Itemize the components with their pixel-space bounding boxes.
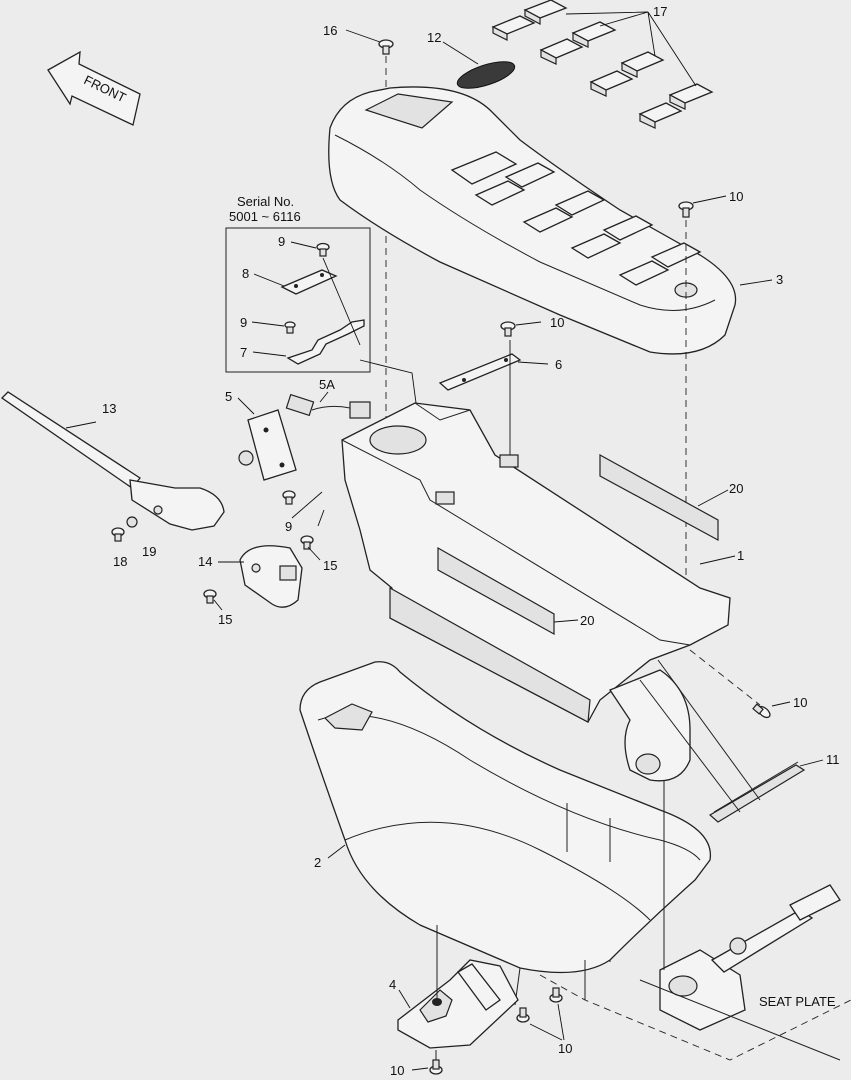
- strip-20b: [437, 546, 555, 636]
- callout-13: 13: [102, 401, 116, 416]
- screw-10d: [429, 1050, 443, 1075]
- mount-plate-5: [238, 409, 297, 481]
- screw-18: [111, 527, 125, 542]
- serial-note-line2: 5001 ~ 6116: [229, 209, 301, 224]
- callout-11: 11: [826, 752, 840, 767]
- screw-9c: [282, 490, 296, 505]
- serial-inset-box: [225, 227, 371, 373]
- callout-15b: 15: [218, 612, 232, 627]
- callout-19: 19: [142, 544, 156, 559]
- callout-6: 6: [555, 357, 562, 372]
- callout-8: 8: [242, 266, 249, 281]
- bracket-frame-1: [341, 402, 731, 782]
- callout-10a: 10: [729, 189, 743, 204]
- callout-10c: 10: [793, 695, 807, 710]
- callout-5: 5: [225, 389, 232, 404]
- mount-base-4: [397, 959, 519, 1049]
- callout-20b: 20: [580, 613, 594, 628]
- screw-10c: [752, 703, 771, 719]
- washer-19: [126, 516, 138, 528]
- strap-11: [708, 761, 806, 823]
- callout-10d: 10: [390, 1063, 404, 1078]
- callout-10e: 10: [558, 1041, 572, 1056]
- callout-18: 18: [113, 554, 127, 569]
- inset-parts: [280, 242, 365, 365]
- lower-housing-2: [299, 661, 712, 1006]
- control-lever-13: [0, 391, 225, 531]
- callout-9b: 9: [240, 315, 247, 330]
- callout-15a: 15: [323, 558, 337, 573]
- front-arrow-icon: [47, 50, 141, 126]
- callout-16: 16: [323, 23, 337, 38]
- screw-16: [378, 39, 394, 55]
- switch-5a: [285, 393, 371, 419]
- callout-9a: 9: [278, 234, 285, 249]
- callout-1: 1: [737, 548, 744, 563]
- screw-15a: [300, 535, 314, 550]
- pad-12: [456, 61, 516, 89]
- callout-3: 3: [776, 272, 783, 287]
- screw-10e: [516, 987, 563, 1023]
- upper-cover-3: [328, 86, 737, 355]
- screw-15b: [203, 589, 217, 604]
- seat-plate-label: SEAT PLATE: [759, 994, 836, 1009]
- callout-2: 2: [314, 855, 321, 870]
- callout-20a: 20: [729, 481, 743, 496]
- serial-note-line1: Serial No.: [237, 194, 294, 209]
- gas-spring: [710, 884, 841, 973]
- callout-12: 12: [427, 30, 441, 45]
- callout-7: 7: [240, 345, 247, 360]
- callout-9c: 9: [285, 519, 292, 534]
- strip-20a: [599, 453, 719, 542]
- callout-14: 14: [198, 554, 212, 569]
- switch-box-14: [239, 545, 303, 608]
- screw-10a: [678, 201, 694, 218]
- bracket-6: [438, 321, 522, 391]
- callout-10b: 10: [550, 315, 564, 330]
- callout-4: 4: [389, 977, 396, 992]
- cap-set-17: [491, 0, 714, 129]
- callout-17: 17: [653, 4, 667, 19]
- callout-5a: 5A: [319, 377, 335, 392]
